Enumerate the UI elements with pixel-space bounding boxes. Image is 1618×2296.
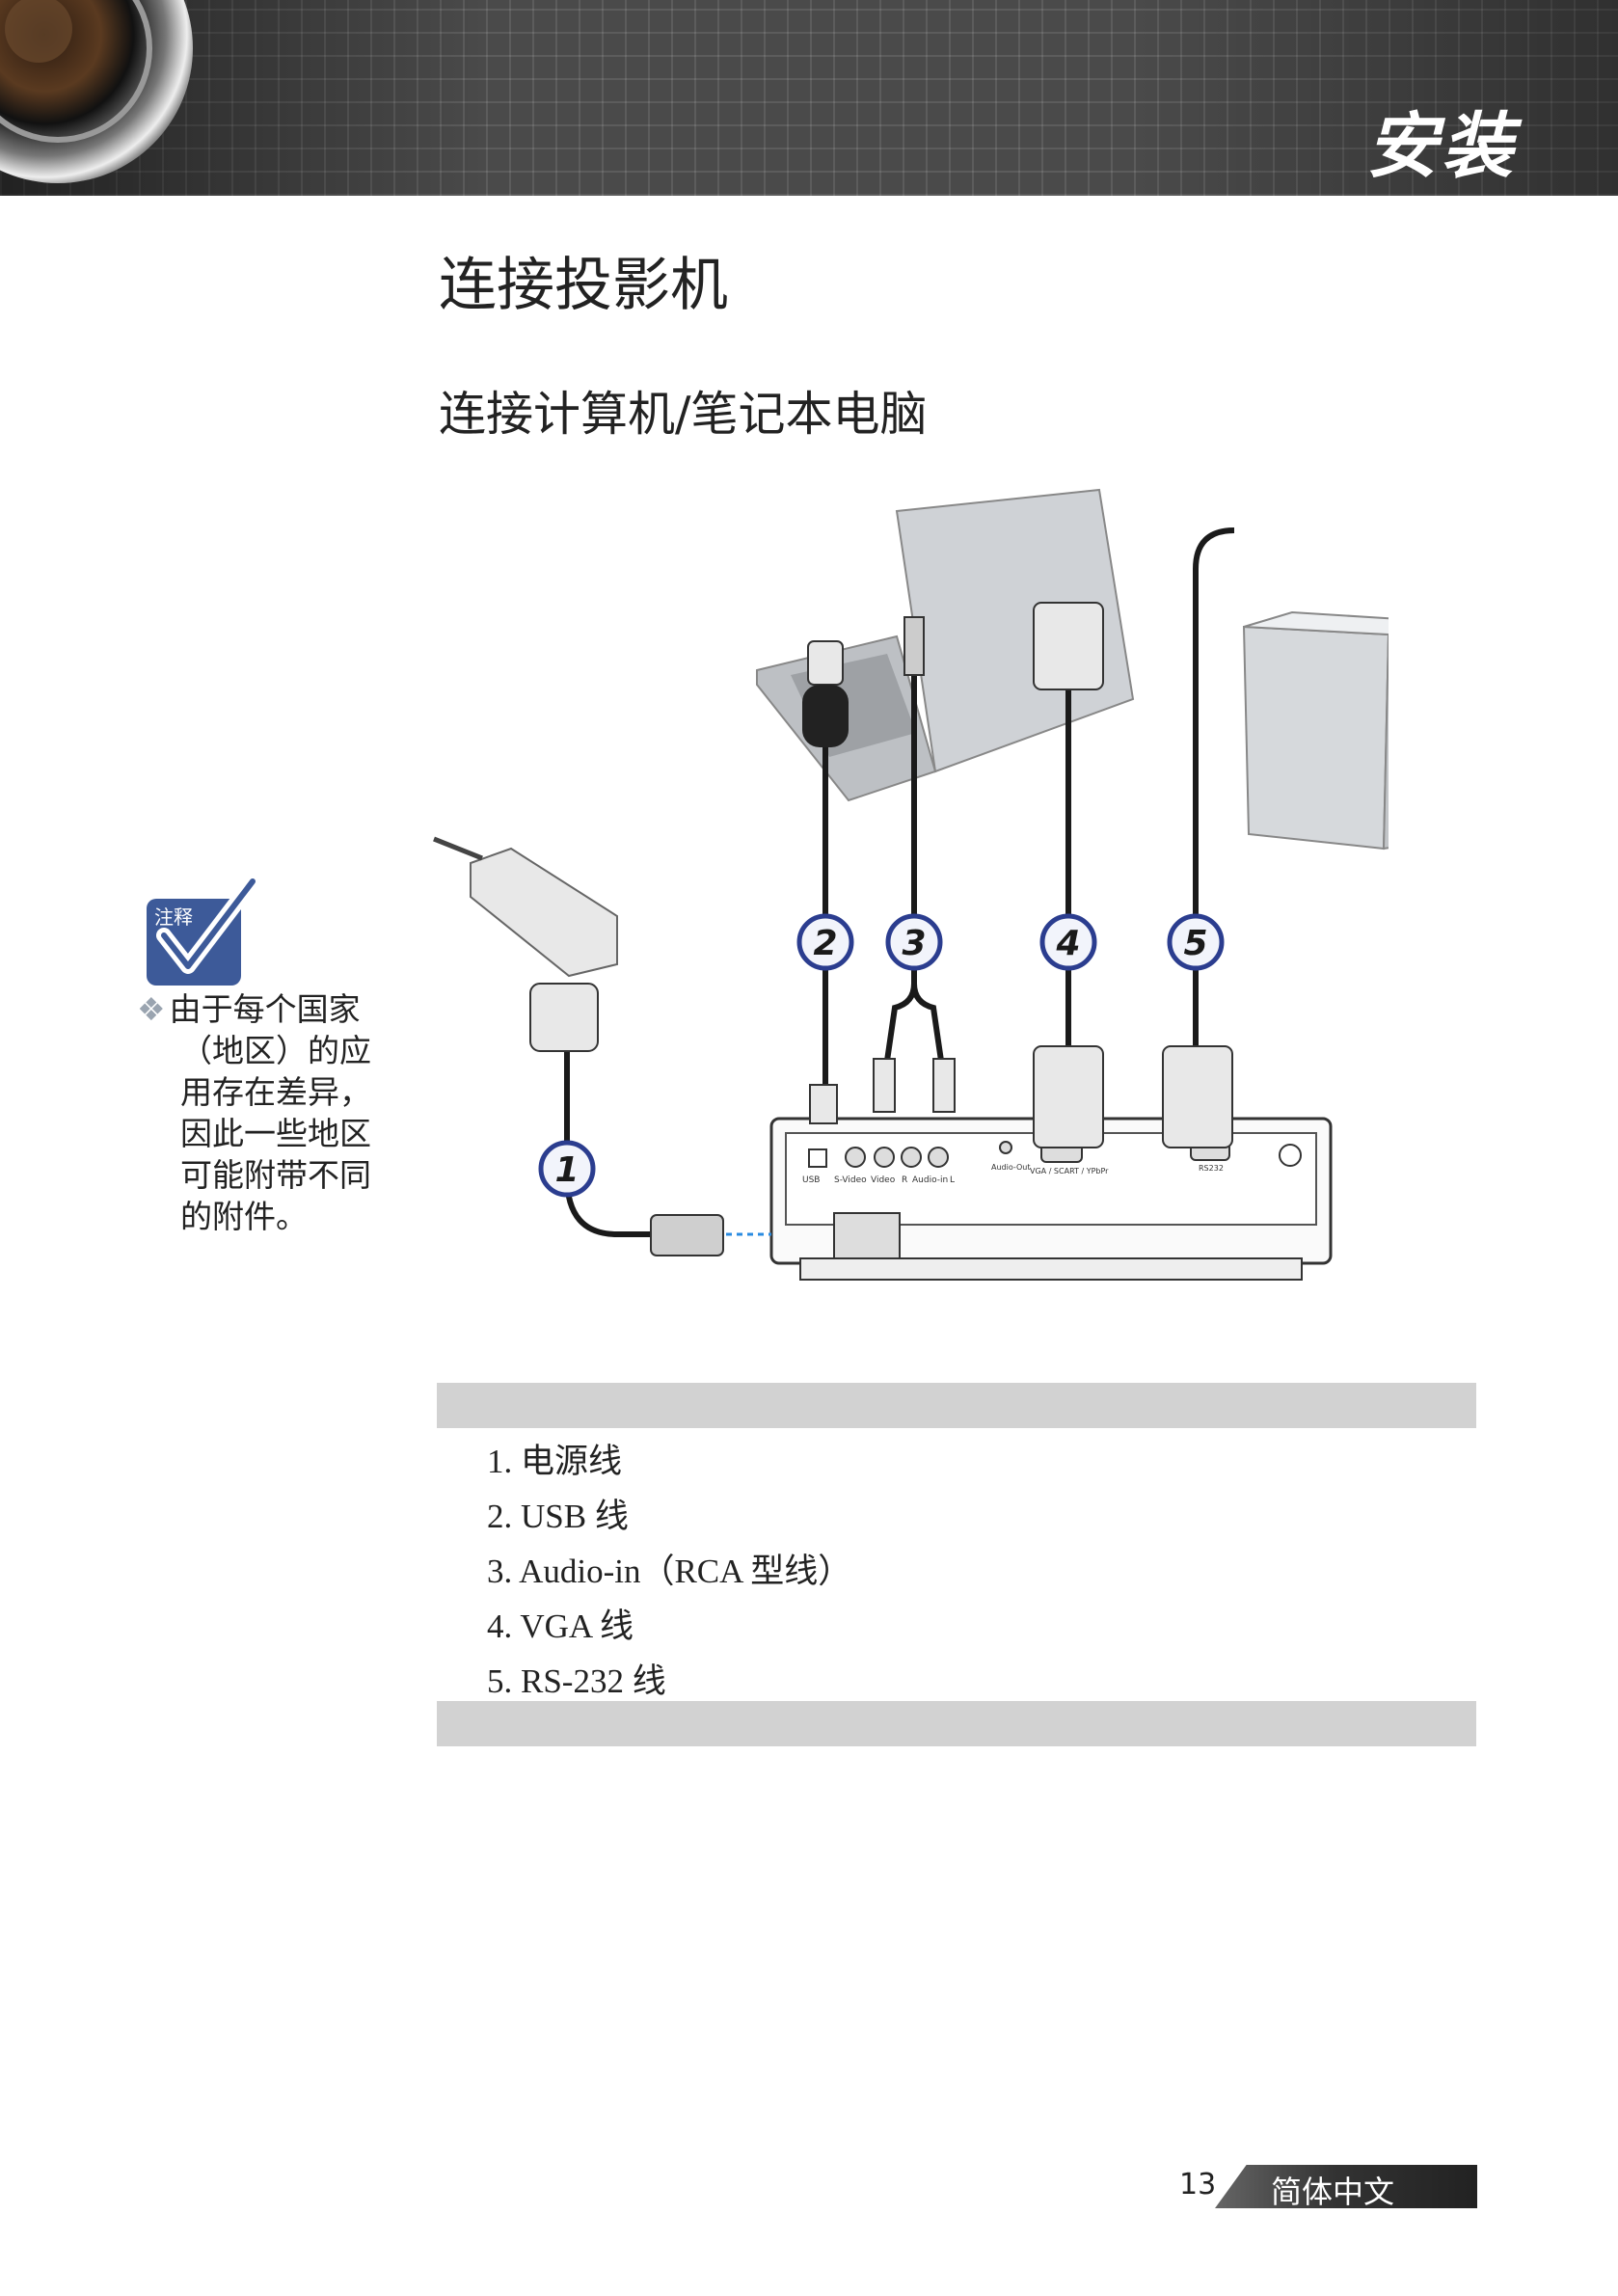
- port-label: L: [950, 1175, 955, 1185]
- port-label: R: [902, 1175, 907, 1185]
- cable-legend-list: 1. 电源线 2. USB 线 3. Audio-in（RCA 型线） 4. V…: [487, 1434, 851, 1709]
- list-item: 1. 电源线: [487, 1443, 623, 1480]
- callout-number: 1: [554, 1150, 579, 1190]
- note-text: ❖由于每个国家 （地区）的应 用存在差异， 因此一些地区 可能附带不同 的附件。: [137, 988, 397, 1237]
- table-footer-bar: [437, 1701, 1476, 1746]
- note-line: （地区）的应: [180, 1032, 371, 1069]
- port-label: RS232: [1199, 1164, 1224, 1173]
- port-label: Audio-in: [912, 1175, 948, 1185]
- lens-graphic: [0, 0, 193, 183]
- projector-illustration: USB S-Video Video R Audio-in L Audio-Out…: [769, 1117, 1333, 1281]
- note-line: 的附件。: [180, 1198, 308, 1235]
- list-item: 2. USB 线: [487, 1498, 629, 1535]
- port-label: USB: [802, 1175, 820, 1185]
- section-title: 连接计算机/笔记本电脑: [439, 387, 928, 442]
- callout-1: 1: [538, 1140, 596, 1198]
- footer-language-tab: [1215, 2165, 1477, 2208]
- page-number: 13: [1179, 2168, 1217, 2201]
- note-icon-label: 注释: [154, 905, 193, 929]
- footer-language: 简体中文: [1271, 2174, 1395, 2210]
- connection-diagram: USB S-Video Video R Audio-in L Audio-Out…: [433, 488, 1389, 1281]
- desktop-tower-illustration: [1242, 610, 1389, 851]
- port-label: Audio-Out: [991, 1163, 1031, 1172]
- connectors: [529, 602, 1233, 1256]
- note-line: 可能附带不同: [180, 1156, 371, 1194]
- callout-3: 3: [885, 913, 943, 971]
- port-label: Video: [871, 1175, 896, 1185]
- note-line: 由于每个国家: [169, 990, 361, 1028]
- chapter-header-band: [0, 0, 1618, 196]
- callouts: 1 2 3 4 5: [538, 913, 1225, 1198]
- table-header-bar: [437, 1383, 1476, 1428]
- note-line: 用存在差异，: [180, 1073, 371, 1111]
- list-item: 4. VGA 线: [487, 1607, 634, 1645]
- callout-number: 3: [902, 924, 926, 963]
- list-item: 3. Audio-in（RCA 型线）: [487, 1553, 852, 1590]
- list-item: 5. RS-232 线: [487, 1662, 666, 1700]
- laptop-illustration: [756, 488, 1135, 802]
- callout-2: 2: [796, 913, 854, 971]
- callout-5: 5: [1167, 913, 1225, 971]
- page-title: 连接投影机: [439, 252, 728, 319]
- cables: [564, 527, 1235, 1237]
- callout-number: 4: [1055, 924, 1080, 963]
- callout-4: 4: [1039, 913, 1097, 971]
- chapter-title: 安装: [1366, 105, 1517, 188]
- power-strip-illustration: [433, 836, 618, 978]
- port-label: VGA / SCART / YPbPr: [1030, 1167, 1109, 1175]
- diamond-bullet-icon: ❖: [137, 990, 166, 1028]
- callout-number: 5: [1183, 924, 1207, 963]
- port-label: S-Video: [834, 1175, 867, 1185]
- note-check-icon: 注释: [147, 878, 258, 986]
- callout-number: 2: [813, 924, 837, 963]
- note-line: 因此一些地区: [180, 1115, 371, 1152]
